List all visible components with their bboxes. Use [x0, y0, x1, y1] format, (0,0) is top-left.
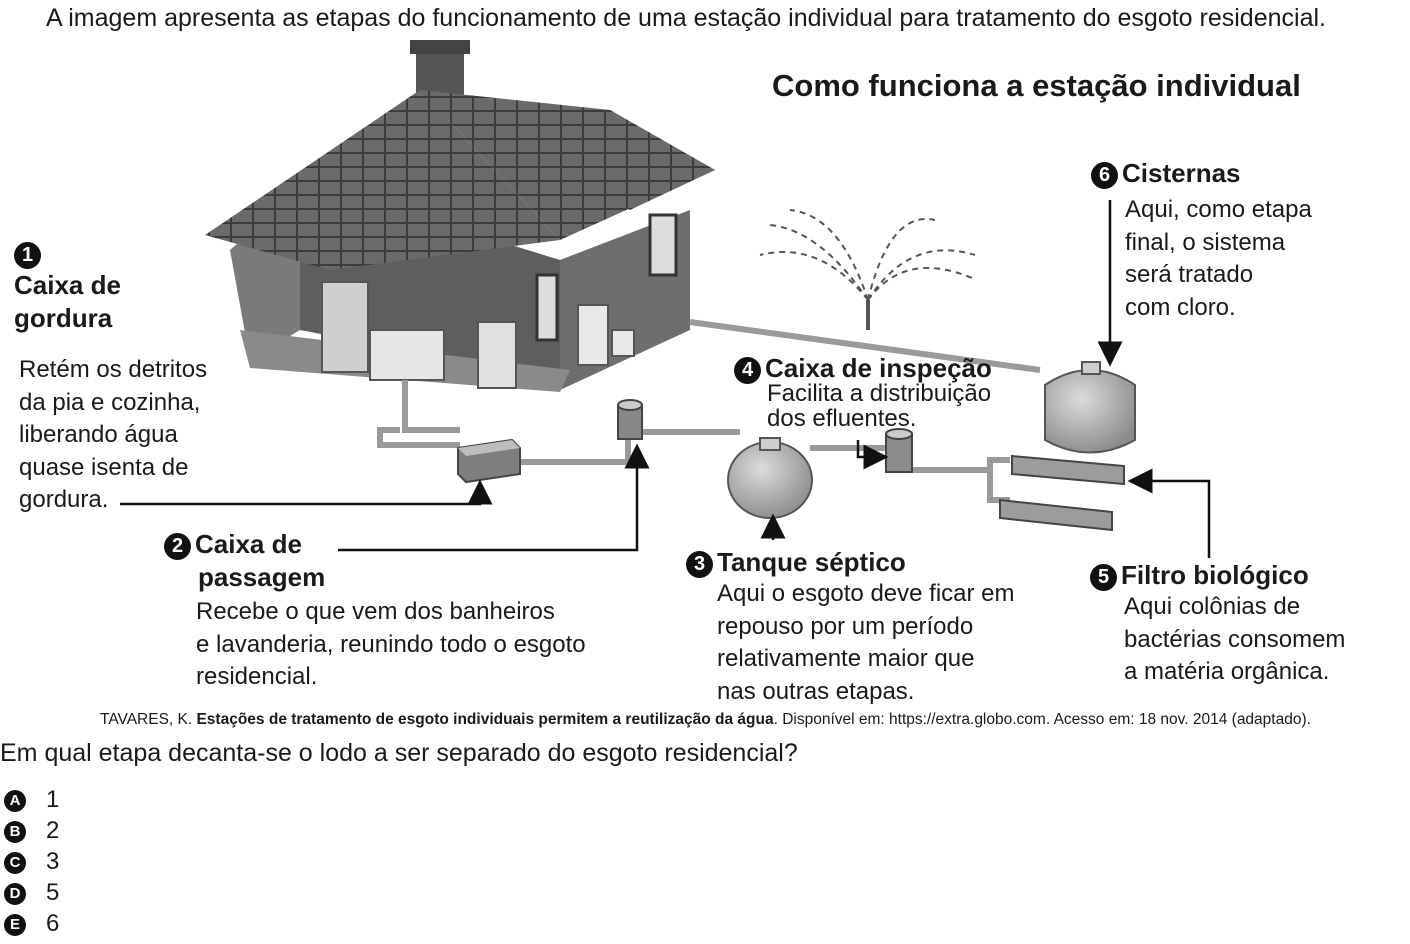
option-letter-badge: D [4, 882, 26, 905]
step-3-title-text: Tanque séptico [717, 547, 906, 577]
step-5-number-badge: 5 [1090, 563, 1117, 591]
option-text: 2 [46, 817, 60, 844]
step-3-text-line: relativamente maior que [717, 645, 975, 672]
roof [205, 90, 560, 270]
step-2-text-line: Recebe o que vem dos banheiros [196, 598, 555, 625]
leader-lines [120, 200, 1211, 558]
option-text: 6 [46, 910, 60, 937]
step-1-title: 1 Caixa de gordura [14, 242, 121, 335]
citation-source: . Disponível em: https://extra.globo.com… [773, 711, 1311, 728]
step-3-text-line: Aqui o esgoto deve ficar em [717, 580, 1015, 607]
step-1-text-line: da pia e cozinha, [19, 388, 201, 416]
step-2-number-badge: 2 [164, 532, 191, 560]
step-6-text: Aqui, como etapa final, o sistema será t… [1125, 194, 1312, 324]
step-1-text-line: liberando água [19, 421, 178, 448]
step-2-text: Recebe o que vem dos banheiros e lavande… [196, 596, 586, 694]
step-3-text: Aqui o esgoto deve ficar em repouso por … [717, 578, 1015, 708]
step-3-number-badge: 3 [686, 550, 713, 578]
step-6-text-line: final, o sistema [1125, 228, 1286, 256]
step-4-title-text: Caixa de inspeção [765, 353, 992, 383]
step-4-text-line: Facilita a distribuição [767, 380, 992, 407]
step-2-title-line-2: passagem [198, 562, 326, 592]
biological-filter [999, 454, 1125, 532]
step-4-text: Facilita a distribuição dos efluentes. [767, 381, 991, 431]
step-6-text-line: será tratado [1125, 261, 1254, 288]
cistern [1044, 361, 1136, 454]
option-text: 3 [46, 848, 60, 875]
step-1-text-line: quase isenta de [19, 453, 189, 481]
step-6-title-text: Cisternas [1122, 158, 1241, 188]
sprinkler [759, 209, 976, 330]
question-text: Em qual etapa decanta-se o lodo a ser se… [0, 739, 798, 767]
step-2-title-line-1: Caixa de [195, 529, 302, 559]
step-4-text-line: dos efluentes. [767, 405, 917, 432]
septic-tank [727, 437, 813, 519]
option-letter-badge: E [4, 913, 26, 936]
step-3-text-line: nas outras etapas. [717, 677, 915, 705]
house [205, 40, 715, 392]
grease-box [457, 438, 521, 484]
step-1-text: Retém os detritos da pia e cozinha, libe… [19, 354, 207, 517]
step-6-text-line: com cloro. [1125, 293, 1236, 321]
step-5-text-line: Aqui colônias de [1124, 593, 1301, 620]
step-5-text-line: a matéria orgânica. [1124, 658, 1330, 685]
step-5-title-text: Filtro biológico [1121, 560, 1309, 590]
step-2-text-line: e lavanderia, reunindo todo o esgoto [196, 630, 586, 658]
passage-box [617, 399, 643, 440]
option-text: 1 [46, 786, 60, 813]
step-3-text-line: repouso por um período [717, 612, 974, 640]
step-1-title-line-2: gordura [14, 303, 113, 333]
option-letter-badge: A [4, 789, 26, 812]
step-4-number-badge: 4 [734, 356, 761, 384]
step-1-number-badge: 1 [14, 242, 41, 269]
option-letter-badge: B [4, 820, 26, 843]
citation-author: TAVARES, K. [100, 711, 197, 728]
citation: TAVARES, K. Estações de tratamento de es… [100, 711, 1311, 729]
inspection-box [885, 428, 913, 473]
option-letter-badge: C [4, 851, 26, 874]
step-5-text-line: bactérias consomem [1124, 625, 1346, 653]
option-text: 5 [46, 879, 60, 906]
step-2-text-line: residencial. [196, 663, 318, 690]
sewage-station-illustration [120, 40, 1211, 558]
step-1-title-line-1: Caixa de [14, 270, 121, 300]
citation-work: Estações de tratamento de esgoto individ… [196, 711, 774, 728]
step-5-text: Aqui colônias de bactérias consomem a ma… [1124, 591, 1345, 689]
step-6-number-badge: 6 [1091, 161, 1118, 189]
step-1-text-line: gordura. [19, 486, 109, 513]
step-6-text-line: Aqui, como etapa [1125, 196, 1312, 223]
step-1-text-line: Retém os detritos [19, 356, 208, 383]
intro-text: A imagem apresenta as etapas do funciona… [46, 4, 1326, 32]
diagram-title: Como funciona a estação individual [772, 68, 1301, 103]
